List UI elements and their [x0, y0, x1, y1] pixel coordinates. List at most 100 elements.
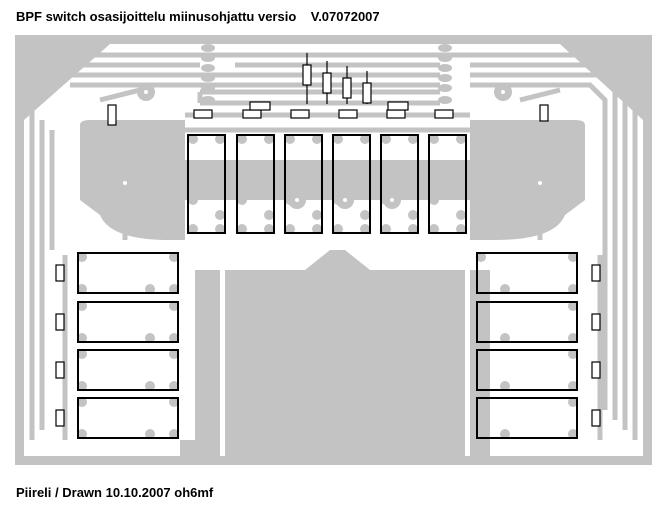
diode-icon [55, 361, 65, 379]
relay-pad [429, 134, 439, 144]
relay-outline [77, 349, 179, 391]
relay-pad [312, 134, 322, 144]
ground-plane [225, 250, 465, 456]
relay-layer [77, 134, 578, 439]
relay-pad [77, 429, 87, 439]
relay-outline [476, 349, 578, 391]
relay-pad [145, 284, 155, 294]
connector-pad [201, 54, 215, 62]
diode-icon [290, 109, 310, 119]
page-title: BPF switch osasijoittelu miinusohjattu v… [16, 9, 380, 24]
relay-pad [145, 333, 155, 343]
relay-pad [77, 349, 87, 359]
relay-pad [215, 210, 225, 220]
diode-icon [386, 109, 406, 119]
relay-pad [568, 252, 578, 262]
relay-pad [476, 381, 486, 391]
relay-pad [476, 429, 486, 439]
connector-pad [201, 74, 215, 82]
relay-pad [456, 224, 466, 234]
diode-icon [591, 264, 601, 282]
diode-icon [193, 109, 213, 119]
relay-pad [264, 210, 274, 220]
connector-pad [438, 64, 452, 72]
relay-pad [408, 134, 418, 144]
trace [62, 255, 603, 440]
diode-icon [55, 264, 65, 282]
relay-pad [360, 224, 370, 234]
relay-pad [188, 134, 198, 144]
trace [99, 87, 561, 103]
relay-pad [360, 210, 370, 220]
trace [29, 73, 62, 440]
relay-pad [237, 195, 247, 205]
relay-pad [568, 301, 578, 311]
relay-pad [188, 195, 198, 205]
relay-pad [77, 381, 87, 391]
relay-pad [264, 224, 274, 234]
capacitor-icon [107, 104, 117, 126]
relay-pad [408, 210, 418, 220]
relay-pad [476, 252, 486, 262]
relay-pad [360, 134, 370, 144]
drill-hole [144, 90, 148, 94]
drill-hole [501, 90, 505, 94]
trace [185, 112, 470, 133]
relay-pad [408, 224, 418, 234]
diode-icon [338, 109, 358, 119]
trace [70, 82, 608, 410]
relay-pad [568, 349, 578, 359]
relay-pad [169, 252, 179, 262]
connector-pad [438, 54, 452, 62]
relay-pad [500, 284, 510, 294]
resistor-icon [302, 64, 312, 86]
trace [197, 89, 440, 106]
right-plane [470, 120, 585, 240]
relay-pad [476, 333, 486, 343]
footer-credit: Piireli / Drawn 10.10.2007 oh6mf [16, 485, 214, 500]
trace [60, 72, 618, 420]
relay-pad [237, 134, 247, 144]
resistor-icon [249, 101, 271, 111]
diode-icon [434, 109, 454, 119]
relay-pad [285, 134, 295, 144]
resistor-icon [387, 101, 409, 111]
relay-pad [476, 301, 486, 311]
connector-pad [438, 84, 452, 92]
relay-pad [568, 333, 578, 343]
relay-pad [77, 301, 87, 311]
drill-hole [343, 198, 347, 202]
diode-icon [591, 313, 601, 331]
relay-pad [215, 134, 225, 144]
relay-pad [500, 333, 510, 343]
relay-pad [77, 397, 87, 407]
trace-layer [29, 52, 638, 440]
relay-pad [169, 381, 179, 391]
relay-pad [429, 224, 439, 234]
diode-icon [55, 313, 65, 331]
resistor-icon [362, 82, 372, 104]
relay-pad [237, 224, 247, 234]
via-layer [77, 44, 578, 439]
relay-pad [169, 349, 179, 359]
relay-pad [476, 349, 486, 359]
component-layer [55, 53, 601, 427]
relay-pad [333, 224, 343, 234]
relay-outline [187, 134, 226, 234]
connector-pad [201, 84, 215, 92]
trace [50, 62, 628, 430]
connector-pad [438, 96, 452, 104]
diode-icon [55, 409, 65, 427]
relay-pad [500, 381, 510, 391]
diode-icon [591, 361, 601, 379]
relay-outline [77, 301, 179, 343]
relay-pad [333, 134, 343, 144]
relay-pad [169, 333, 179, 343]
drill-hole [390, 198, 394, 202]
drill-hole [538, 181, 542, 185]
relay-pad [264, 134, 274, 144]
relay-pad [456, 134, 466, 144]
relay-pad [169, 397, 179, 407]
relay-pad [476, 397, 486, 407]
